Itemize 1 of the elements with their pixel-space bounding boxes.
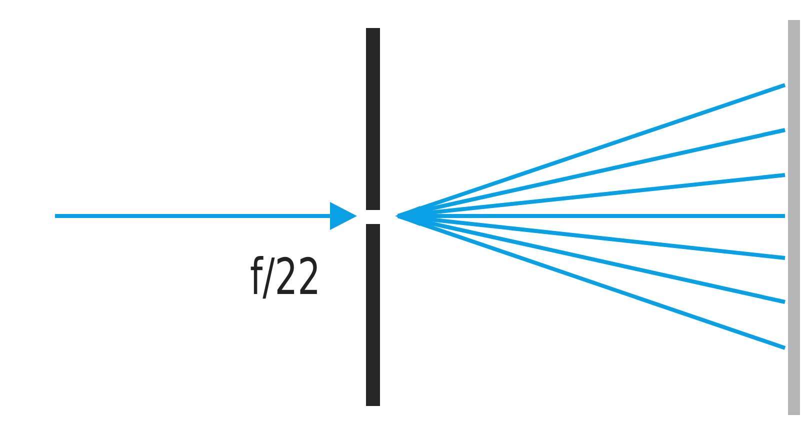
f-number-label: f/22 [250,252,321,302]
